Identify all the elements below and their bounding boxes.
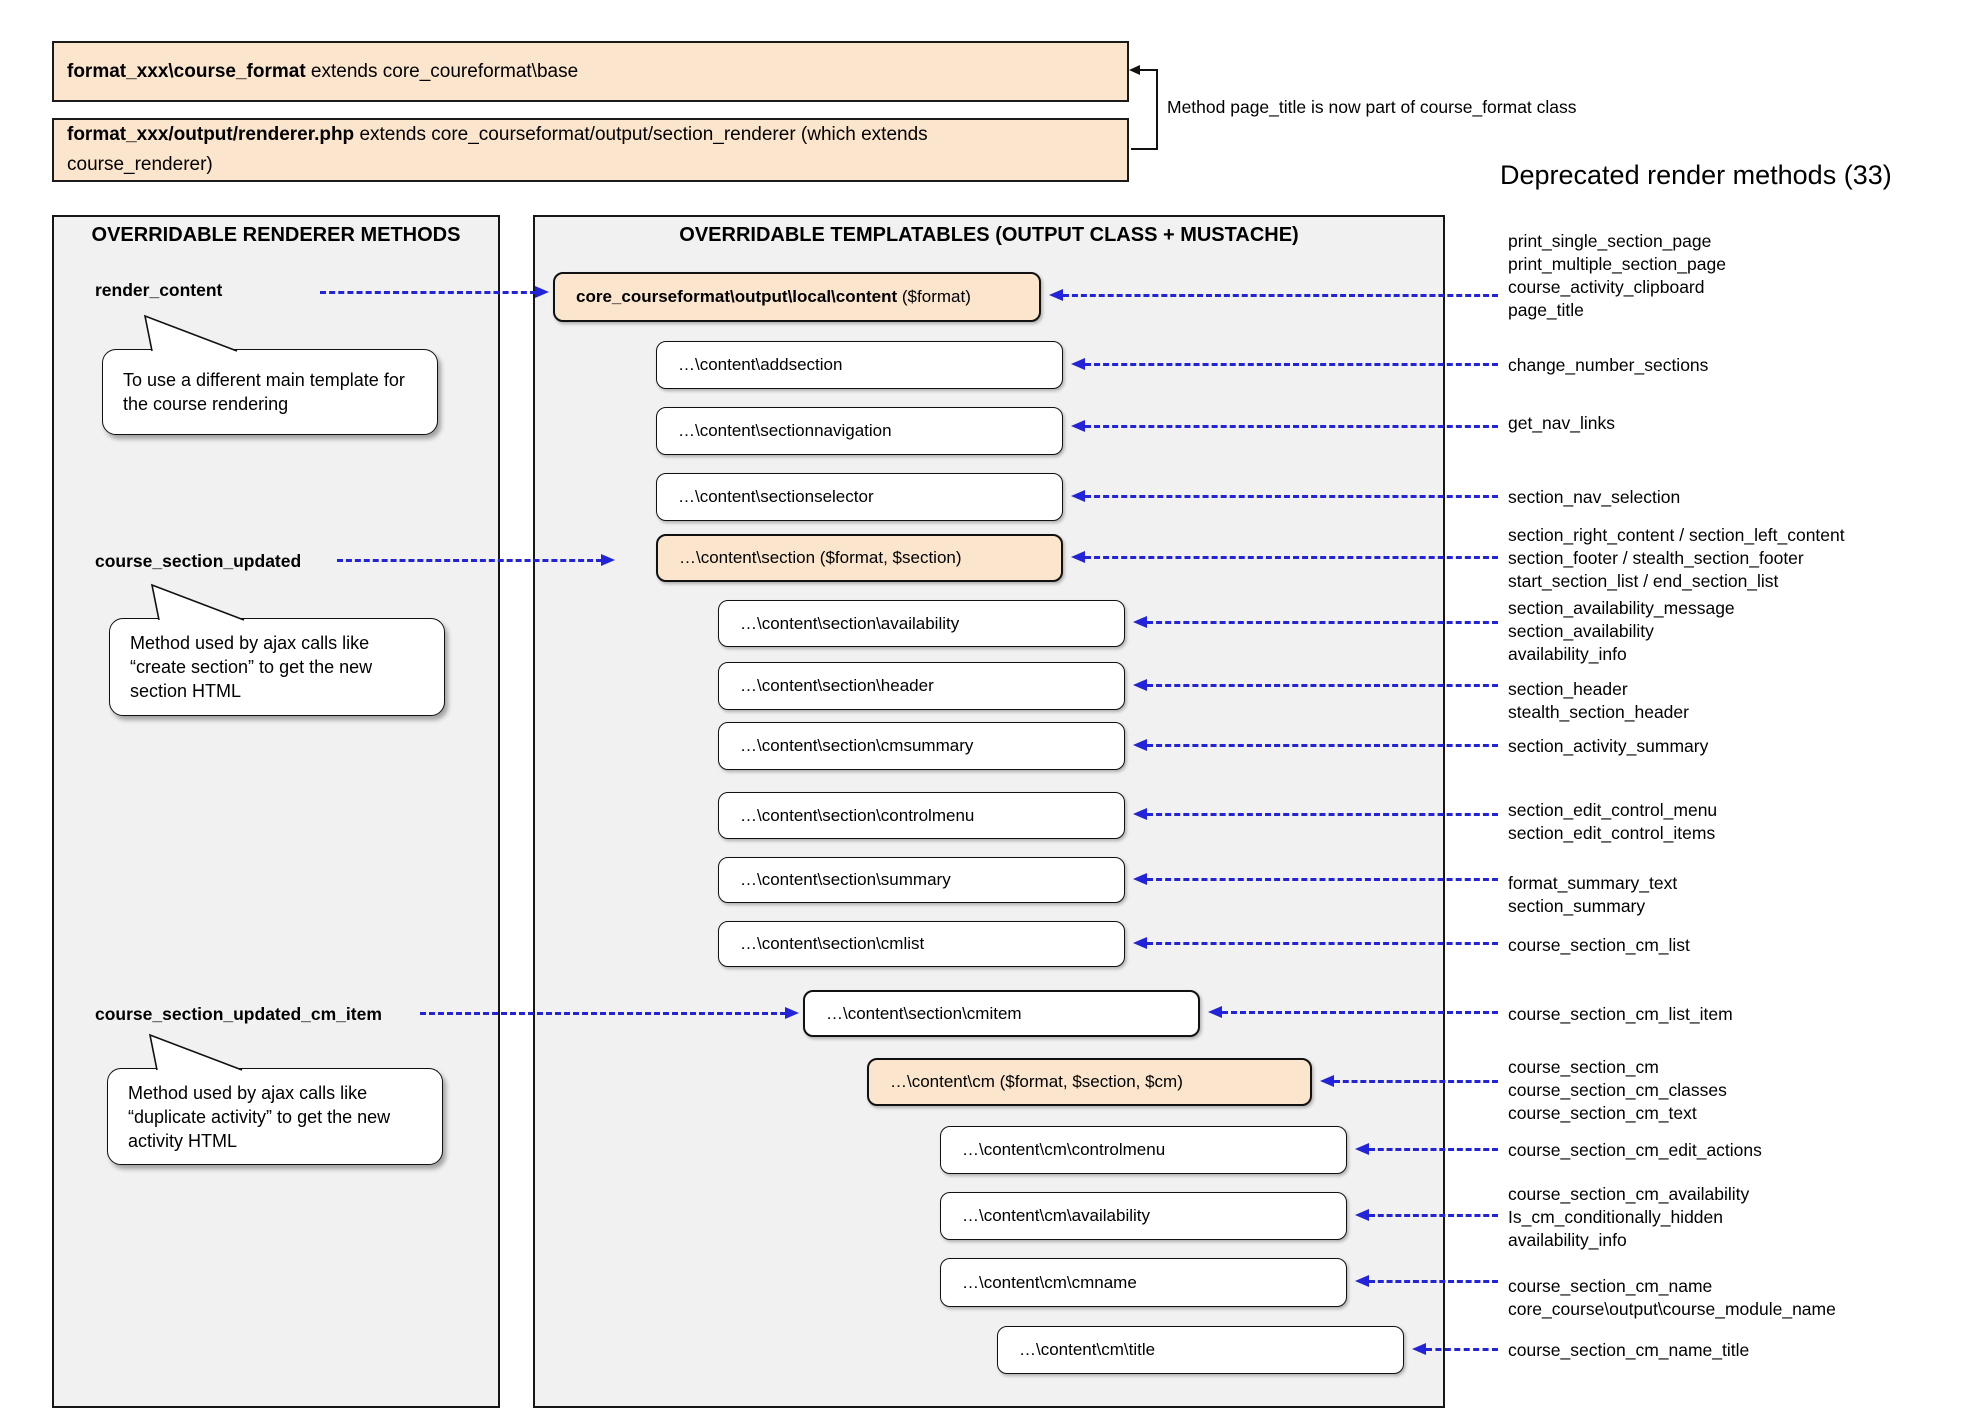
bubble-course-section-updated-text: Method used by ajax calls like “create s… [130, 633, 373, 701]
dep-arrow-5 [1085, 556, 1498, 559]
bracket-arrowhead-icon [1129, 65, 1140, 75]
dep-group-activity-summary: section_activity_summary [1508, 736, 1709, 756]
arrow-render-content [320, 291, 536, 294]
arrow-course-section-updated-cm-item-head-icon [785, 1007, 799, 1019]
dep-arrow-12-head-icon [1208, 1006, 1222, 1018]
dep-arrow-7-head-icon [1133, 679, 1147, 691]
dep-arrow-12 [1222, 1011, 1498, 1014]
method-course-section-updated-cm-item: course_section_updated_cm_item [95, 1004, 382, 1024]
templatable-cm: …\content\cm ($format, $section, $cm) [867, 1058, 1312, 1106]
templatable-section-controlmenu: …\content\section\controlmenu [718, 792, 1125, 839]
dep-arrow-9 [1147, 813, 1498, 816]
header-box-course-format: format_xxx\course_format extends core_co… [52, 41, 1129, 102]
templatable-section-cmlist: …\content\section\cmlist [718, 921, 1125, 967]
method-render-content: render_content [95, 280, 223, 300]
bubble-render-content-text: To use a different main template for the… [123, 370, 405, 414]
dep-arrow-10-head-icon [1133, 873, 1147, 885]
templatable-section-header: …\content\section\header [718, 662, 1125, 710]
dep-arrow-17-head-icon [1412, 1343, 1426, 1355]
dep-arrow-3 [1085, 425, 1498, 428]
bracket-bottom-line [1131, 148, 1158, 150]
templatable-section-availability: …\content\section\availability [718, 600, 1125, 647]
dep-group-cm-edit-actions: course_section_cm_edit_actions [1508, 1140, 1762, 1160]
templatable-sectionselector: …\content\sectionselector [656, 473, 1063, 521]
templatable-section-cmsummary: …\content\section\cmsummary [718, 722, 1125, 770]
dep-group-section-availability: section_availability_message section_ava… [1508, 598, 1735, 664]
dep-arrow-6 [1147, 621, 1498, 624]
renderer-methods-panel-title: OVERRIDABLE RENDERER METHODS [91, 224, 461, 246]
templatable-cm-cmname: …\content\cm\cmname [940, 1258, 1347, 1307]
arrow-render-content-head-icon [535, 286, 549, 298]
dep-group-navlinks: get_nav_links [1508, 413, 1616, 433]
templatable-content-label: core_courseformat\output\local\content (… [576, 287, 971, 306]
bubble-render-content: To use a different main template for the… [102, 349, 438, 435]
dep-arrow-11 [1147, 942, 1498, 945]
dep-group-cm-list-item: course_section_cm_list_item [1508, 1004, 1733, 1024]
page-title-note: Method page_title is now part of course_… [1167, 97, 1577, 117]
dep-arrow-16 [1369, 1280, 1498, 1283]
templatable-cm-availability: …\content\cm\availability [940, 1192, 1347, 1240]
templatable-cm-title: …\content\cm\title [997, 1326, 1404, 1374]
header-box-course-format-label: format_xxx\course_format extends core_co… [67, 60, 579, 82]
dep-group-summary: format_summary_text section_summary [1508, 873, 1678, 916]
dep-group-edit-control: section_edit_control_menu section_edit_c… [1508, 800, 1718, 843]
dep-arrow-3-head-icon [1071, 420, 1085, 432]
header-box-renderer: format_xxx/output/renderer.php extends c… [52, 118, 1129, 182]
bubble-course-section-updated-cm-item-tail [148, 1033, 243, 1071]
dep-arrow-15-head-icon [1355, 1209, 1369, 1221]
dep-arrow-5-head-icon [1071, 551, 1085, 563]
templatable-content: core_courseformat\output\local\content (… [553, 272, 1041, 322]
dep-arrow-11-head-icon [1133, 937, 1147, 949]
arrow-course-section-updated-cm-item [420, 1012, 786, 1015]
dep-group-cm: course_section_cm course_section_cm_clas… [1508, 1057, 1727, 1123]
templatable-sectionnavigation: …\content\sectionnavigation [656, 407, 1063, 455]
templatable-section-cmitem: …\content\section\cmitem [803, 990, 1200, 1037]
method-course-section-updated: course_section_updated [95, 551, 302, 571]
dep-arrow-14 [1369, 1148, 1498, 1151]
dep-arrow-4-head-icon [1071, 490, 1085, 502]
dep-arrow-16-head-icon [1355, 1275, 1369, 1287]
dep-arrow-2 [1085, 363, 1498, 366]
bubble-render-content-tail [143, 314, 238, 352]
bubble-course-section-updated-cm-item-text: Method used by ajax calls like “duplicat… [128, 1082, 391, 1151]
dep-group-section: section_right_content / section_left_con… [1508, 525, 1845, 591]
dep-arrow-4 [1085, 495, 1498, 498]
bracket-top-line [1139, 69, 1158, 71]
dep-arrow-13-head-icon [1320, 1075, 1334, 1087]
dep-arrow-2-head-icon [1071, 358, 1085, 370]
dep-group-navselection: section_nav_selection [1508, 487, 1681, 507]
templatable-cm-controlmenu: …\content\cm\controlmenu [940, 1126, 1347, 1174]
dep-arrow-9-head-icon [1133, 808, 1147, 820]
dep-arrow-7 [1147, 684, 1498, 687]
bracket-vertical-line [1156, 69, 1158, 150]
dep-arrow-13 [1334, 1080, 1498, 1083]
templatable-addsection: …\content\addsection [656, 341, 1063, 389]
dep-arrow-8 [1147, 744, 1498, 747]
header-box-renderer-label: format_xxx/output/renderer.php extends c… [67, 124, 928, 175]
dep-group-addsection: change_number_sections [1508, 355, 1709, 375]
dep-arrow-1 [1063, 294, 1498, 297]
templatable-section: …\content\section ($format, $section) [656, 534, 1063, 582]
bubble-course-section-updated-tail [150, 583, 245, 621]
bubble-course-section-updated: Method used by ajax calls like “create s… [109, 618, 445, 716]
arrow-course-section-updated-head-icon [601, 554, 615, 566]
dep-arrow-15 [1369, 1214, 1498, 1217]
dep-group-cm-name: course_section_cm_name core_course\outpu… [1508, 1276, 1836, 1319]
dep-group-section-header: section_header stealth_section_header [1508, 679, 1689, 722]
dep-group-cm-name-title: course_section_cm_name_title [1508, 1340, 1750, 1360]
templatables-panel-title: OVERRIDABLE TEMPLATABLES (OUTPUT CLASS +… [679, 224, 1299, 246]
dep-arrow-1-head-icon [1049, 289, 1063, 301]
arrow-course-section-updated [337, 559, 602, 562]
dep-arrow-10 [1147, 878, 1498, 881]
dep-arrow-14-head-icon [1355, 1143, 1369, 1155]
dep-arrow-8-head-icon [1133, 739, 1147, 751]
dep-group-cm-availability: course_section_cm_availability Is_cm_con… [1508, 1184, 1750, 1250]
dep-arrow-17 [1426, 1348, 1498, 1351]
dep-group-cm-list: course_section_cm_list [1508, 935, 1690, 955]
dep-arrow-6-head-icon [1133, 616, 1147, 628]
templatable-section-summary: …\content\section\summary [718, 857, 1125, 903]
dep-group-page: print_single_section_page print_multiple… [1508, 231, 1726, 320]
deprecated-methods-title: Deprecated render methods (33) [1500, 160, 1892, 190]
bubble-course-section-updated-cm-item: Method used by ajax calls like “duplicat… [107, 1068, 443, 1165]
